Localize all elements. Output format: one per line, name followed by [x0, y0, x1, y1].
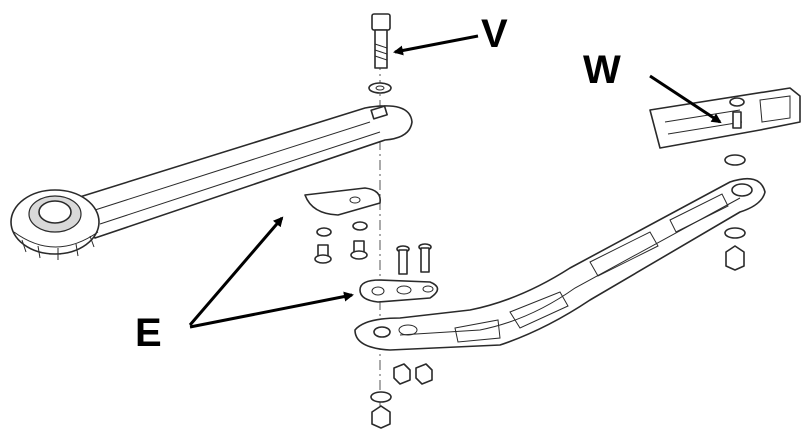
callout-w: W	[583, 48, 621, 92]
arrow-v	[393, 34, 479, 56]
washer-top	[368, 82, 392, 94]
long-bolts	[396, 243, 432, 275]
callout-v: V	[481, 12, 508, 56]
upper-arm	[10, 105, 413, 260]
arrow-e-lower	[189, 291, 354, 329]
lower-arm	[354, 177, 766, 351]
stack-w	[724, 154, 746, 271]
bolt-v	[371, 13, 391, 69]
nut-bottom	[371, 405, 391, 429]
arrow-w	[649, 74, 722, 124]
small-washers	[316, 221, 368, 237]
nuts-pair	[393, 363, 433, 385]
small-bolts	[314, 240, 368, 264]
washer-bottom	[370, 391, 392, 403]
arrow-e-upper	[188, 216, 284, 326]
bracket-w	[649, 87, 801, 149]
plate-upper	[304, 187, 382, 216]
plate-lower	[359, 279, 439, 303]
callout-e: E	[135, 311, 162, 355]
